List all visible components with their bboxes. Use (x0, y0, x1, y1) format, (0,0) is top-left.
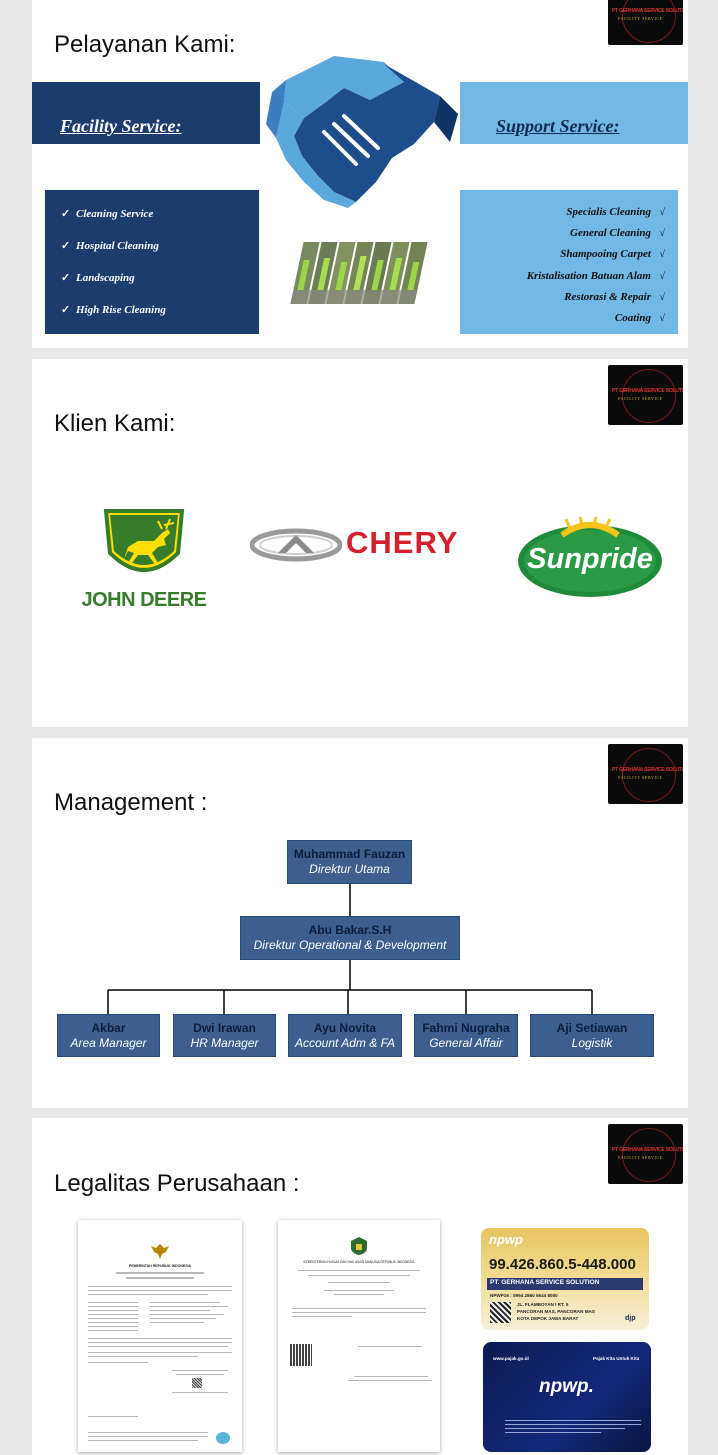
list-item: Specialis Cleaning√ (566, 206, 666, 218)
qr-code-icon (290, 1344, 312, 1366)
logo-text-line1: PT GERHANA SERVICE SOLUTION (612, 8, 683, 14)
npwp-slogan: Pajak Kita Untuk Kita (593, 1356, 640, 1361)
logo-text-line2: FACILITY SERVICE (618, 775, 663, 780)
logo-ring-icon (622, 1128, 676, 1182)
company-logo: PT GERHANA SERVICE SOLUTION FACILITY SER… (608, 365, 683, 425)
support-service-list: Specialis Cleaning√ General Cleaning√ Sh… (460, 190, 678, 334)
slide-legal: PT GERHANA SERVICE SOLUTION FACILITY SER… (32, 1118, 688, 1455)
services-title: Pelayanan Kami: (54, 31, 236, 58)
org-box-ops-director: Abu Bakar.S.H Direktur Operational & Dev… (240, 916, 460, 960)
npwp-address-1: JL. FLAMBOYAN I RT. 5 (517, 1302, 569, 1307)
garuda-emblem-icon (151, 1244, 169, 1259)
npwp-number: 99.426.860.5-448.000 (489, 1256, 636, 1273)
legal-document-sk: KEMENTERIAN HUKUM DAN HAK ASASI MANUSIA … (278, 1220, 440, 1452)
check-icon: ✓ (61, 272, 71, 284)
slide-clients: PT GERHANA SERVICE SOLUTION FACILITY SER… (32, 359, 688, 727)
support-service-header: Support Service: (460, 82, 688, 144)
cleaning-team-photo (290, 242, 428, 304)
legal-title: Legalitas Perusahaan : (54, 1170, 300, 1197)
client-logo-chery: CHERY (250, 525, 488, 563)
sunpride-emblem-icon (518, 517, 662, 597)
john-deere-wordmark: JOHN DEERE (81, 589, 207, 611)
org-box-staff: Ayu Novita Account Adm & FA (288, 1014, 402, 1057)
logo-text-line1: PT GERHANA SERVICE SOLUTION (612, 767, 683, 773)
company-logo: PT GERHANA SERVICE SOLUTION FACILITY SER… (608, 0, 683, 45)
list-item: Shampooing Carpet√ (560, 248, 666, 261)
check-icon: √ (659, 228, 666, 240)
list-item: General Cleaning√ (570, 227, 666, 240)
list-item: ✓High Rise Cleaning (61, 304, 166, 316)
npwp-card-front: npwp 99.426.860.5-448.000 PT. GERHANA SE… (481, 1228, 649, 1330)
chery-emblem-icon (250, 528, 342, 562)
qr-code-icon (192, 1378, 202, 1388)
npwp-logo: npwp (489, 1232, 523, 1247)
doc-heading: KEMENTERIAN HUKUM DAN HAK ASASI MANUSIA … (303, 1260, 415, 1264)
check-icon: ✓ (61, 240, 71, 252)
org-box-director: Muhammad Fauzan Direktur Utama (287, 840, 412, 884)
logo-text-line1: PT GERHANA SERVICE SOLUTION (612, 388, 683, 394)
doc-heading: PEMERINTAH REPUBLIK INDONESIA (128, 1264, 192, 1268)
npwp-website: www.pajak.go.id (493, 1356, 529, 1361)
client-logo-john-deere: JOHN DEERE (66, 507, 222, 613)
check-icon: √ (659, 249, 666, 261)
clients-title: Klien Kami: (54, 410, 176, 437)
org-box-staff: Fahmi Nugraha General Affair (414, 1014, 518, 1057)
npwp-company: PT. GERHANA SERVICE SOLUTION (490, 1279, 600, 1286)
check-icon: ✓ (61, 208, 71, 220)
facility-service-header: Facility Service: (32, 82, 260, 144)
logo-ring-icon (622, 0, 676, 43)
list-item: ✓Cleaning Service (61, 208, 154, 220)
list-item: Kristalisation Batuan Alam√ (526, 269, 666, 282)
logo-text-line2: FACILITY SERVICE (618, 16, 663, 21)
check-icon: √ (659, 207, 666, 218)
check-icon: ✓ (61, 304, 71, 316)
org-chart-connectors (107, 884, 593, 1014)
kemenkumham-emblem-icon (351, 1237, 367, 1255)
facility-service-list: ✓Cleaning Service ✓Hospital Cleaning ✓La… (45, 190, 259, 334)
deer-emblem-icon (103, 509, 185, 572)
check-icon: √ (659, 270, 666, 282)
list-item: Coating√ (614, 311, 666, 324)
oss-logo-icon (216, 1432, 230, 1444)
npwp-address-3: KOTA DEPOK JAWA BARAT (517, 1316, 579, 1321)
djp-logo: djp (625, 1315, 636, 1322)
logo-ring-icon (622, 748, 676, 802)
company-logo: PT GERHANA SERVICE SOLUTION FACILITY SER… (608, 744, 683, 804)
qr-code-icon (490, 1302, 511, 1323)
org-box-staff: Akbar Area Manager (57, 1014, 160, 1057)
legal-document-nib: PEMERINTAH REPUBLIK INDONESIA (78, 1220, 242, 1452)
management-title: Management : (54, 789, 208, 816)
logo-ring-icon (622, 369, 676, 423)
org-box-staff: Dwi Irawan HR Manager (173, 1014, 276, 1057)
check-icon: √ (659, 291, 666, 303)
check-icon: √ (659, 312, 666, 324)
support-service-heading: Support Service: (496, 116, 620, 136)
slide-services: PT GERHANA SERVICE SOLUTION FACILITY SER… (32, 0, 688, 348)
sunpride-wordmark: Sunpride (527, 543, 653, 575)
npwp-nik: NPWP16 : 0994 2860 5544 8000 (490, 1293, 558, 1298)
client-logo-sunpride: Sunpride (516, 517, 664, 601)
handshake-icon (266, 56, 458, 208)
list-item: Restorasi & Repair√ (564, 290, 666, 303)
chery-wordmark: CHERY (346, 525, 459, 560)
list-item: ✓Landscaping (61, 272, 135, 284)
npwp-back-logo: npwp. (539, 1376, 594, 1397)
list-item: ✓Hospital Cleaning (61, 240, 159, 252)
slide-management: PT GERHANA SERVICE SOLUTION FACILITY SER… (32, 738, 688, 1108)
facility-service-heading: Facility Service: (60, 116, 182, 136)
npwp-card-back: www.pajak.go.id Pajak Kita Untuk Kita np… (483, 1342, 651, 1452)
logo-text-line1: PT GERHANA SERVICE SOLUTION (612, 1147, 683, 1153)
org-box-staff: Aji Setiawan Logistik (530, 1014, 654, 1057)
logo-text-line2: FACILITY SERVICE (618, 396, 663, 401)
logo-text-line2: FACILITY SERVICE (618, 1155, 663, 1160)
company-logo: PT GERHANA SERVICE SOLUTION FACILITY SER… (608, 1124, 683, 1184)
npwp-address-2: PANCORAN MAS, PANCORAN MAS (517, 1309, 595, 1314)
